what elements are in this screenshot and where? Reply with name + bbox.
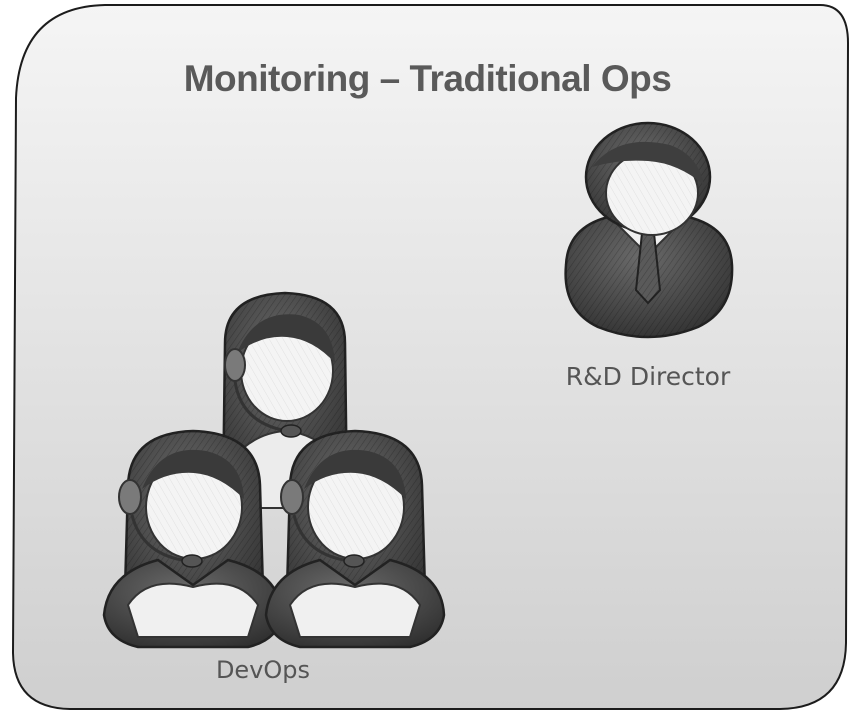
manager-with-tie-icon [564, 121, 734, 339]
diagram-title: Monitoring – Traditional Ops [183, 58, 672, 99]
devops-label: DevOps [215, 656, 311, 684]
support-agent-headset-icon [264, 429, 446, 649]
director-label: R&D Director [565, 362, 731, 391]
